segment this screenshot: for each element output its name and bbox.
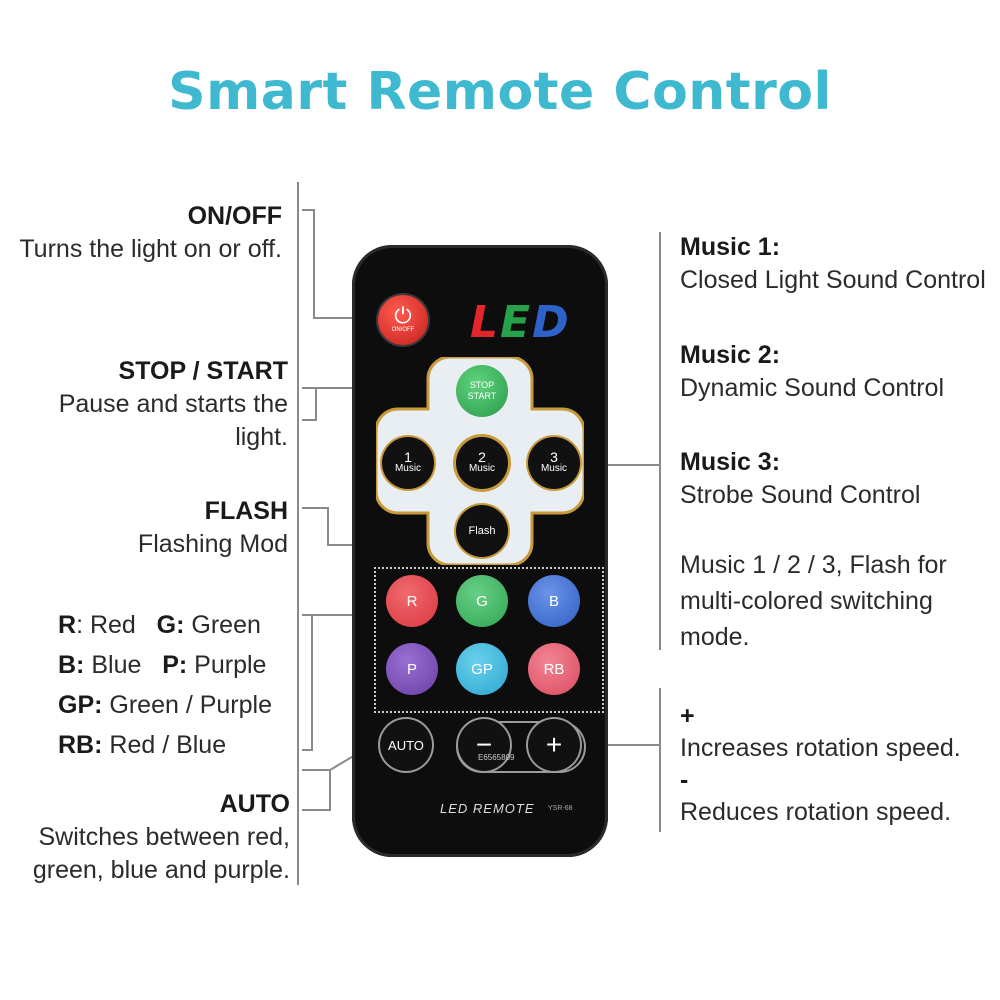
auto-label: AUTO Switches between red, green, blue a… — [0, 788, 290, 887]
speed-label: + Increases rotation speed. - Reduces ro… — [680, 700, 961, 828]
music-3-number: 3 — [550, 449, 558, 465]
r-key: R — [58, 611, 77, 639]
music2-heading: Music 2: — [680, 341, 781, 369]
blue-button-label: B — [548, 592, 559, 610]
red-blue-button-label: RB — [543, 660, 565, 678]
minus-icon: − — [475, 729, 493, 760]
colors-bracket — [302, 614, 313, 751]
stop-label: STOP — [469, 380, 495, 390]
auto-button-label: AUTO — [388, 737, 424, 753]
flash-label: FLASH Flashing Mod — [10, 495, 288, 561]
auto-button[interactable]: AUTO — [380, 719, 432, 771]
music-1-number: 1 — [404, 449, 412, 465]
color-legend: R: Red G: Green B: Blue P: Purple GP: Gr… — [58, 605, 272, 765]
color-button-area — [374, 567, 604, 713]
onoff-heading: ON/OFF — [187, 202, 282, 230]
speed-rocker — [456, 721, 586, 773]
remote-control: ⏻ ON/OFF LED STOP START 1 Music 2 Music … — [352, 245, 608, 857]
music3-desc: Strobe Sound Control — [680, 481, 921, 509]
note-line-3: mode. — [680, 623, 750, 651]
music-3-word: Music — [540, 463, 568, 474]
music2-desc: Dynamic Sound Control — [680, 374, 945, 402]
rb-val: Red / Blue — [102, 731, 227, 759]
led-logo-d: D — [532, 297, 571, 348]
music2-label: Music 2: Dynamic Sound Control — [680, 339, 944, 405]
stop-start-button[interactable]: STOP START — [456, 365, 508, 417]
start-label: START — [467, 391, 497, 401]
auto-heading: AUTO — [219, 790, 290, 818]
onoff-desc: Turns the light on or off. — [19, 235, 282, 263]
music3-label: Music 3: Strobe Sound Control — [680, 446, 920, 512]
stopstart-heading: STOP / START — [118, 357, 288, 385]
stopstart-label: STOP / START Pause and starts the light. — [10, 355, 288, 454]
plus-key: + — [680, 702, 695, 730]
green-button-label: G — [476, 592, 488, 610]
b-val: Blue — [84, 651, 142, 679]
note-line-2: multi-colored switching — [680, 587, 933, 615]
plus-button[interactable]: + — [528, 719, 580, 771]
r-val: : Red — [76, 611, 136, 639]
led-logo-e: E — [500, 297, 533, 348]
onoff-label: ON/OFF Turns the light on or off. — [10, 200, 282, 266]
music-1-word: Music — [394, 463, 422, 474]
music1-desc: Closed Light Sound Control — [680, 266, 986, 294]
gp-val: Green / Purple — [102, 691, 272, 719]
gp-key: GP: — [58, 691, 103, 719]
flash-heading: FLASH — [204, 497, 288, 525]
green-button[interactable]: G — [456, 575, 508, 627]
music3-heading: Music 3: — [680, 448, 781, 476]
stopstart-desc-1: Pause and starts the — [58, 390, 288, 418]
note-line-1: Music 1 / 2 / 3, Flash for — [680, 551, 947, 579]
red-blue-button[interactable]: RB — [528, 643, 580, 695]
page-title: Smart Remote Control — [168, 62, 832, 122]
auto-desc-2: green, blue and purple. — [32, 856, 290, 884]
onoff-connector — [302, 209, 378, 319]
g-key: G: — [156, 611, 185, 639]
music-1-button[interactable]: 1 Music — [382, 437, 434, 489]
music-2-number: 2 — [478, 449, 486, 465]
purple-button-label: P — [406, 660, 417, 678]
barcode-text: E6565809 — [478, 753, 515, 762]
green-purple-button[interactable]: GP — [456, 643, 508, 695]
g-val: Green — [184, 611, 261, 639]
red-button[interactable]: R — [386, 575, 438, 627]
music-2-button[interactable]: 2 Music — [456, 437, 508, 489]
led-logo-l: L — [470, 297, 501, 348]
power-icon: ⏻ — [394, 303, 412, 328]
flash-desc: Flashing Mod — [137, 530, 288, 558]
blue-button[interactable]: B — [528, 575, 580, 627]
red-button-label: R — [406, 592, 418, 610]
stopstart-desc-2: light. — [235, 423, 288, 451]
minus-desc: Reduces rotation speed. — [680, 798, 952, 826]
remote-footer-text: LED REMOTE — [440, 801, 535, 816]
auto-bracket — [302, 769, 331, 811]
b-key: B: — [58, 651, 85, 679]
p-key: P: — [162, 651, 188, 679]
green-purple-button-label: GP — [471, 660, 493, 678]
auto-desc-1: Switches between red, — [38, 823, 290, 851]
remote-model: YSR-68 — [548, 805, 573, 812]
plus-icon: + — [545, 729, 563, 760]
rb-key: RB: — [58, 731, 103, 759]
p-val: Purple — [187, 651, 267, 679]
led-logo: LED — [470, 297, 571, 348]
note-label: Music 1 / 2 / 3, Flash for multi-colored… — [680, 547, 947, 655]
purple-button[interactable]: P — [386, 643, 438, 695]
flash-button-label: Flash — [468, 525, 496, 537]
plus-desc: Increases rotation speed. — [680, 734, 961, 762]
music-2-word: Music — [468, 463, 496, 474]
music1-heading: Music 1: — [680, 233, 781, 261]
stopstart-bracket — [302, 387, 317, 421]
power-button[interactable]: ⏻ ON/OFF — [378, 295, 428, 345]
power-button-label: ON/OFF — [391, 327, 415, 333]
minus-key: - — [680, 766, 689, 794]
music-3-button[interactable]: 3 Music — [528, 437, 580, 489]
music1-label: Music 1: Closed Light Sound Control — [680, 231, 986, 297]
flash-button[interactable]: Flash — [456, 505, 508, 557]
minus-button[interactable]: − — [458, 719, 510, 771]
